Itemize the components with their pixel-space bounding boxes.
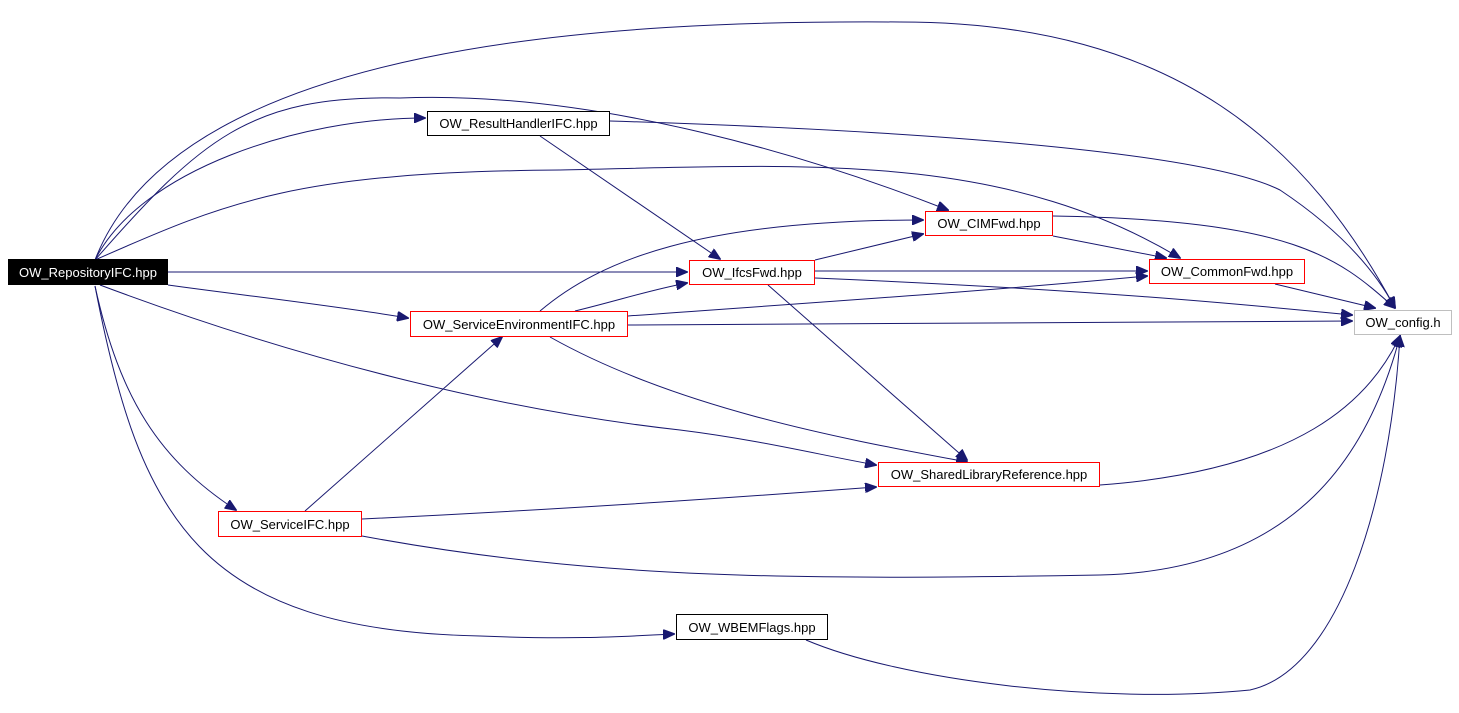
edge-repository_ifc-to-service_env xyxy=(167,284,408,318)
edge-service_env-to-config_h xyxy=(627,321,1352,325)
edge-repository_ifc-to-wbem_flags xyxy=(94,285,674,638)
edge-shared_lib-to-config_h xyxy=(1099,336,1400,486)
edge-cim_fwd-to-config_h xyxy=(1052,215,1395,308)
edge-ifcs_fwd-to-cim_fwd xyxy=(814,234,923,261)
node-service-ifc[interactable]: OW_ServiceIFC.hpp xyxy=(218,511,362,537)
edge-repository_ifc-to-shared_lib xyxy=(99,284,876,465)
edge-service_env-to-common_fwd xyxy=(627,276,1147,317)
node-service-environment-ifc[interactable]: OW_ServiceEnvironmentIFC.hpp xyxy=(410,311,628,337)
edge-service_env-to-shared_lib xyxy=(549,336,967,462)
node-cim-fwd[interactable]: OW_CIMFwd.hpp xyxy=(925,211,1053,236)
edge-repository_ifc-to-config_h xyxy=(94,21,1395,308)
edge-repository_ifc-to-result_handler xyxy=(94,118,425,261)
edge-common_fwd-to-config_h xyxy=(1274,283,1375,308)
node-repository-ifc: OW_RepositoryIFC.hpp xyxy=(8,259,168,285)
edge-ifcs_fwd-to-shared_lib xyxy=(767,284,967,460)
node-common-fwd[interactable]: OW_CommonFwd.hpp xyxy=(1149,259,1305,284)
edge-repository_ifc-to-cim_fwd xyxy=(94,96,948,261)
edge-service_ifc-to-service_env xyxy=(304,337,502,512)
node-wbem-flags[interactable]: OW_WBEMFlags.hpp xyxy=(676,614,828,640)
node-config-h: OW_config.h xyxy=(1354,310,1452,335)
edge-wbem_flags-to-config_h xyxy=(805,336,1400,695)
edge-service_env-to-cim_fwd xyxy=(539,220,923,312)
edge-result_handler-to-ifcs_fwd xyxy=(539,135,720,259)
edge-ifcs_fwd-to-config_h xyxy=(814,277,1352,315)
edge-service_ifc-to-config_h xyxy=(361,336,1400,578)
edge-service_env-to-ifcs_fwd xyxy=(574,283,687,312)
edge-service_ifc-to-shared_lib xyxy=(361,487,876,520)
edge-cim_fwd-to-common_fwd xyxy=(1052,235,1166,258)
node-shared-library-reference[interactable]: OW_SharedLibraryReference.hpp xyxy=(878,462,1100,487)
node-result-handler-ifc[interactable]: OW_ResultHandlerIFC.hpp xyxy=(427,111,610,136)
edge-repository_ifc-to-common_fwd xyxy=(94,165,1180,261)
edge-result_handler-to-config_h xyxy=(609,120,1395,308)
node-ifcs-fwd[interactable]: OW_IfcsFwd.hpp xyxy=(689,260,815,285)
edge-repository_ifc-to-service_ifc xyxy=(94,285,236,510)
